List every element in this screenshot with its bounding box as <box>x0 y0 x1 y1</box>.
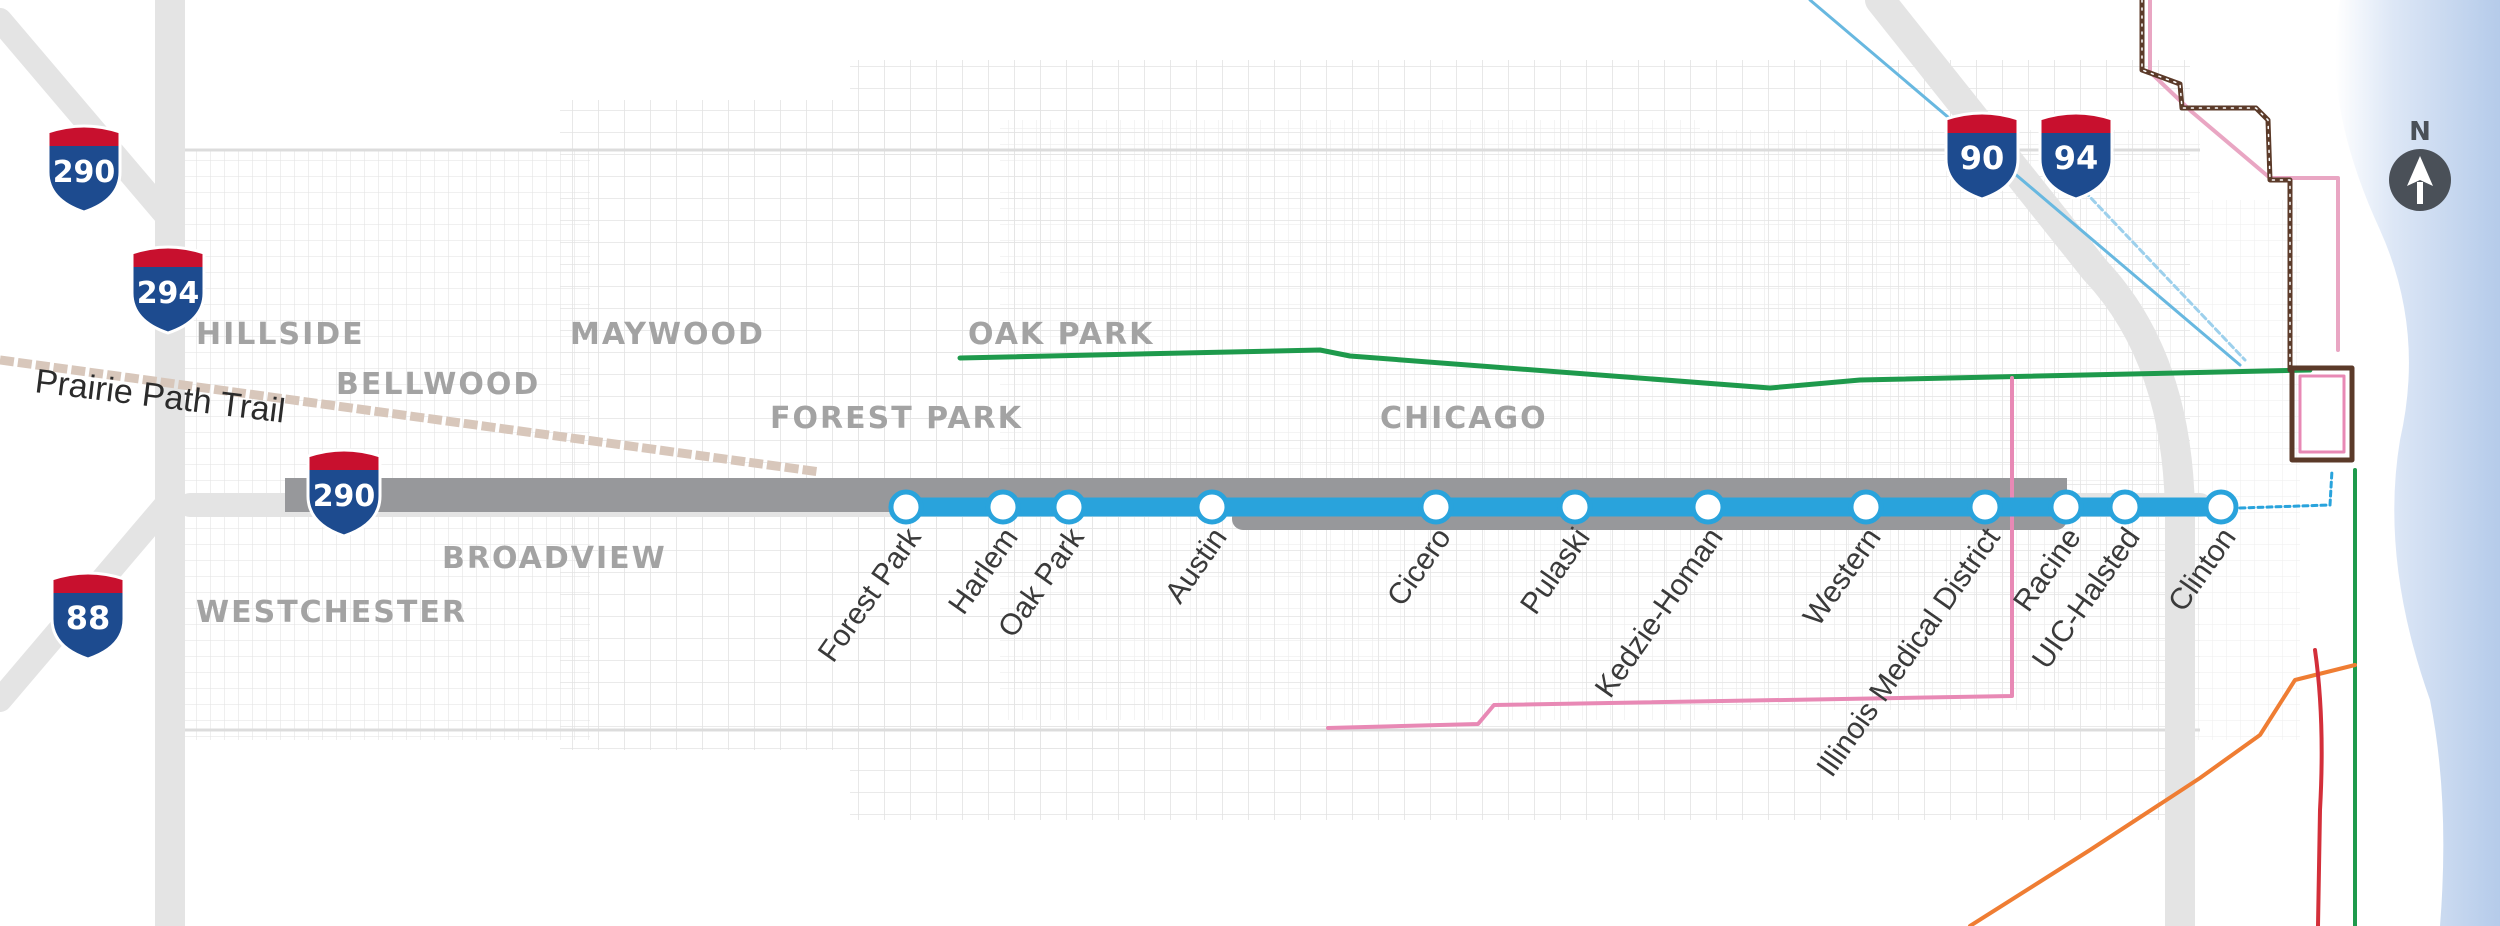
shield-i290-mid: 290 <box>306 448 382 538</box>
svg-text:88: 88 <box>66 599 111 637</box>
town-oak-park: OAK PARK <box>968 317 1154 352</box>
svg-text:290: 290 <box>313 479 376 514</box>
downtown-loop <box>2289 365 2355 463</box>
town-westchester: WESTCHESTER <box>196 595 467 630</box>
station-marker-western[interactable] <box>1848 489 1884 525</box>
town-bellwood: BELLWOOD <box>336 367 540 402</box>
red-line <box>2313 648 2324 926</box>
station-marker-kedzie-homan[interactable] <box>1690 489 1726 525</box>
station-marker-racine[interactable] <box>2048 489 2084 525</box>
green-line <box>957 347 2313 391</box>
pink-line <box>1326 376 2014 730</box>
lake-michigan <box>2335 0 2500 926</box>
station-marker-austin[interactable] <box>1194 489 1230 525</box>
station-marker-uic-halsted[interactable] <box>2107 489 2143 525</box>
shield-i290-west: 290 <box>46 124 122 214</box>
svg-text:90: 90 <box>1960 139 2005 177</box>
svg-text:294: 294 <box>137 276 200 311</box>
shield-i294: 294 <box>130 245 206 335</box>
station-marker-forest-park[interactable] <box>888 489 924 525</box>
blue-line-stations <box>888 489 2239 525</box>
orange-line <box>1968 663 2357 926</box>
station-marker-illinois-medical-district[interactable] <box>1967 489 2003 525</box>
town-broadview: BROADVIEW <box>442 541 667 576</box>
shield-i90: 90 <box>1944 111 2020 201</box>
station-marker-clinton[interactable] <box>2203 489 2239 525</box>
town-maywood: MAYWOOD <box>570 317 765 352</box>
svg-text:94: 94 <box>2054 139 2099 177</box>
pink-line-north <box>2148 0 2340 352</box>
downtown-loop-pink <box>2298 374 2346 454</box>
station-marker-cicero[interactable] <box>1418 489 1454 525</box>
town-chicago: CHICAGO <box>1380 401 1548 436</box>
loop-connector-dotted <box>2238 468 2334 510</box>
station-marker-harlem[interactable] <box>985 489 1021 525</box>
shield-i94: 94 <box>2038 111 2114 201</box>
street-grid <box>170 60 2300 820</box>
town-forest-park: FOREST PARK <box>770 401 1023 436</box>
town-labels: HILLSIDE BELLWOOD MAYWOOD OAK PARK FORES… <box>196 317 1548 630</box>
north-arrow: N <box>2389 117 2451 211</box>
station-marker-pulaski[interactable] <box>1557 489 1593 525</box>
north-arrow-glyph <box>2407 156 2433 204</box>
shield-i88: 88 <box>50 571 126 661</box>
town-hillside: HILLSIDE <box>196 317 365 352</box>
brown-line-dots <box>2141 0 2291 371</box>
prairie-path-trail <box>0 355 821 477</box>
station-marker-oak-park[interactable] <box>1051 489 1087 525</box>
north-label: N <box>2409 117 2431 147</box>
svg-text:290: 290 <box>53 155 116 190</box>
